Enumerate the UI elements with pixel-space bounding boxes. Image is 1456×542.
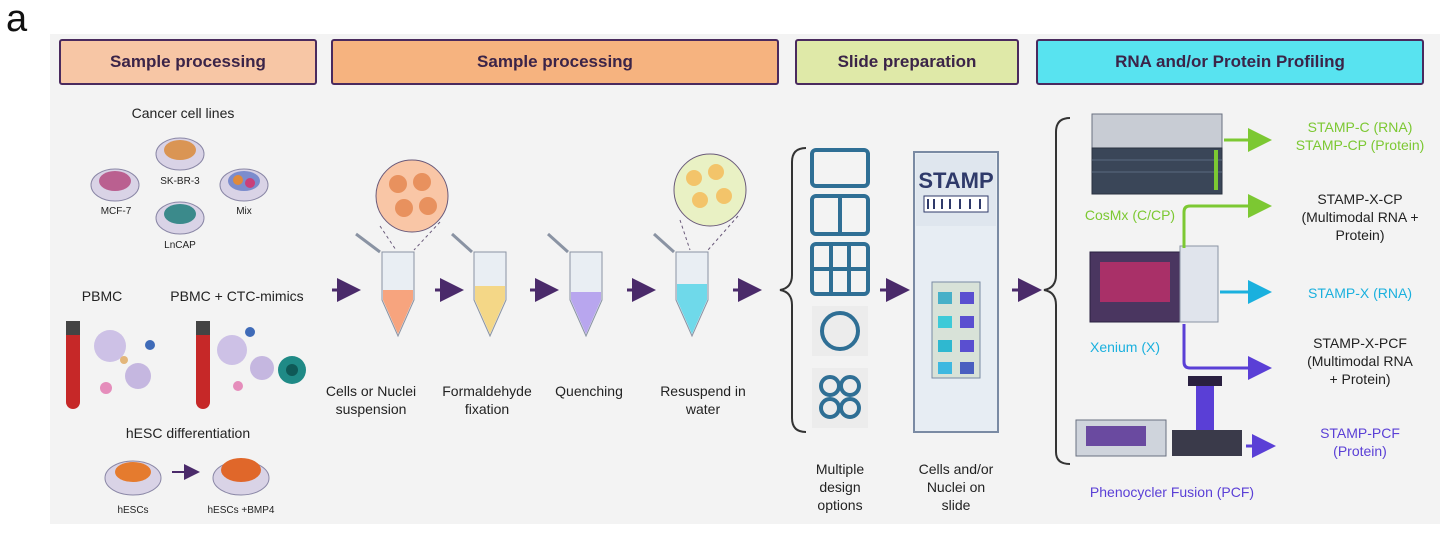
dish-skbr3 xyxy=(155,137,205,171)
step-cells-suspension: Cells or Nuclei suspension xyxy=(316,382,426,418)
output-stamp-x-pcf: STAMP-X-PCF (Multimodal RNA + Protein) xyxy=(1282,334,1438,388)
output-stamp-cp: STAMP-CP (Protein) xyxy=(1295,137,1425,153)
hesc-differentiation-label: hESC differentiation xyxy=(125,425,251,441)
header-sample-processing-1: Sample processing xyxy=(59,39,317,85)
blood-cells-ctc xyxy=(217,327,306,391)
dish-lncap xyxy=(155,201,205,235)
step-resus-line1: Resuspend in xyxy=(660,383,746,399)
output-pcf-line1: STAMP-PCF xyxy=(1320,425,1400,441)
slide-cells-line3: slide xyxy=(941,497,971,513)
magnified-water-circle xyxy=(673,153,747,251)
output-xcp-line1: STAMP-X-CP xyxy=(1317,191,1403,207)
slide-cells-line2: Nuclei on xyxy=(926,479,986,495)
dish-hescs-bmp4 xyxy=(212,458,270,496)
tube-water xyxy=(652,232,709,338)
arrow-xpcf xyxy=(1182,324,1272,380)
header-slide-preparation: Slide preparation xyxy=(795,39,1019,85)
design-options xyxy=(810,148,870,428)
step-formaldehyde-fixation: Formaldehyde fixation xyxy=(432,382,542,418)
pbmc-ctc-label: PBMC + CTC-mimics xyxy=(170,288,304,304)
pbmc-label: PBMC xyxy=(81,288,123,304)
header-sample-processing-2: Sample processing xyxy=(331,39,779,85)
skbr3-label: SK-BR-3 xyxy=(160,176,200,187)
output-stamp-x: STAMP-X (RNA) xyxy=(1308,285,1412,301)
xenium-label: Xenium (X) xyxy=(1089,339,1161,355)
step-cells-line1: Cells or Nuclei xyxy=(325,383,417,399)
stamp-brand-text: STAMP xyxy=(918,168,993,193)
step-fix-line2: fixation xyxy=(464,401,510,417)
tube-cells xyxy=(355,232,415,338)
designs-line1: Multiple xyxy=(815,461,865,477)
cancer-cell-lines-label: Cancer cell lines xyxy=(131,105,235,121)
blood-tube-pbmc-ctc xyxy=(196,321,210,409)
mix-label: Mix xyxy=(236,206,252,217)
step-resus-line2: water xyxy=(685,401,721,417)
cosmx-instrument xyxy=(1091,113,1223,195)
dish-hescs xyxy=(104,460,162,496)
instruments-brace xyxy=(1043,117,1071,465)
step-quenching: Quenching xyxy=(555,383,623,399)
tube-fixation xyxy=(450,232,507,338)
step-resuspend: Resuspend in water xyxy=(648,382,758,418)
output-xpcf-line2: (Multimodal RNA xyxy=(1307,353,1413,369)
pcf-label: Phenocycler Fusion (PCF) xyxy=(1089,484,1255,500)
header-profiling: RNA and/or Protein Profiling xyxy=(1036,39,1424,85)
output-stamp-c-cp: STAMP-C (RNA) STAMP-CP (Protein) xyxy=(1282,118,1438,154)
designs-brace xyxy=(779,147,807,433)
output-xcp-line2: (Multimodal RNA + xyxy=(1301,209,1419,225)
dish-mcf7 xyxy=(90,168,140,202)
output-stamp-pcf: STAMP-PCF (Protein) xyxy=(1282,424,1438,460)
output-stamp-c: STAMP-C (RNA) xyxy=(1307,119,1413,135)
blood-cells-pbmc xyxy=(94,330,155,394)
output-pcf-line2: (Protein) xyxy=(1333,443,1387,459)
cells-on-slide-label: Cells and/or Nuclei on slide xyxy=(906,460,1006,514)
multiple-designs-label: Multiple design options xyxy=(800,460,880,514)
cosmx-label: CosMx (C/CP) xyxy=(1084,207,1176,223)
designs-line3: options xyxy=(817,497,863,513)
pcf-instrument xyxy=(1075,376,1242,457)
magnified-cells-circle xyxy=(375,159,449,251)
panel-letter: a xyxy=(6,0,28,40)
output-xpcf-line3: + Protein) xyxy=(1329,371,1391,387)
blood-tube-pbmc xyxy=(66,321,80,409)
dish-mix xyxy=(219,168,269,202)
arrow-xcp xyxy=(1182,194,1272,248)
output-xpcf-line1: STAMP-X-PCF xyxy=(1313,335,1407,351)
designs-line2: design xyxy=(819,479,861,495)
output-xcp-line3: Protein) xyxy=(1335,227,1385,243)
tube-quench xyxy=(546,232,603,338)
lncap-label: LnCAP xyxy=(164,240,196,251)
step-fix-line1: Formaldehyde xyxy=(442,383,532,399)
mcf7-label: MCF-7 xyxy=(100,206,132,217)
output-stamp-x-cp: STAMP-X-CP (Multimodal RNA + Protein) xyxy=(1282,190,1438,244)
stamp-slide xyxy=(913,151,999,433)
slide-cells-line1: Cells and/or xyxy=(918,461,994,477)
step-cells-line2: suspension xyxy=(335,401,407,417)
hescs-bmp4-label: hESCs +BMP4 xyxy=(207,505,275,516)
hescs-label: hESCs xyxy=(117,505,149,516)
xenium-instrument xyxy=(1089,245,1219,323)
